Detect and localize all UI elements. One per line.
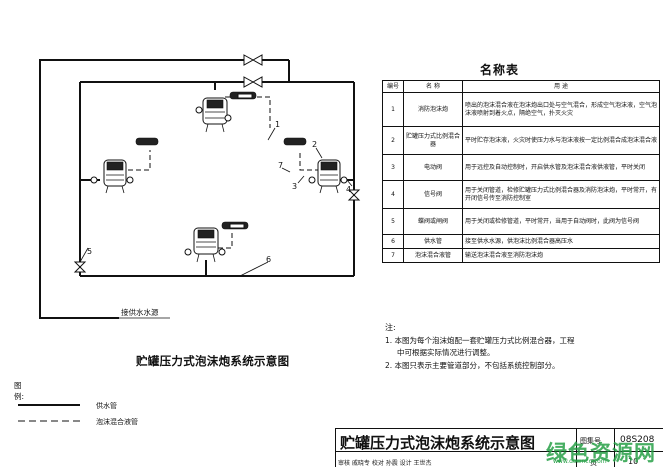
page-label: 页 xyxy=(590,459,597,467)
table-row: 2 贮罐压力式比例混合器 平时贮存泡沫液，火灾时使压力水与泡沫液按一定比例混合成… xyxy=(382,126,660,155)
legend-lines xyxy=(18,404,80,422)
proportioner-tank-bottom xyxy=(184,221,249,263)
proportioner-tank-right xyxy=(283,137,348,194)
watermark-url: www.downcc.com xyxy=(553,458,607,465)
note-line: 中可根据实际情况进行调整。 xyxy=(397,348,495,357)
table-row: 6 供水管 接至供水水源，供泡沫比例混合器高压水 xyxy=(382,234,660,249)
row-use: 输送泡沫混合液至消防泡沫炮 xyxy=(462,248,660,263)
title-block: 贮罐压力式泡沫炮系统示意图 图集号 08S208 页 10 审核 戚晓专 校对 … xyxy=(335,428,663,467)
row-name: 蝶阀或闸阀 xyxy=(403,208,463,235)
water-supply-pipe-network xyxy=(39,59,355,319)
table-row: 3 电动阀 用于远控及自动控制时，开启供水管及泡沫混合液供液管，平时关闭 xyxy=(382,154,660,181)
row-name: 泡沫混合液管 xyxy=(403,248,463,263)
diagram-title: 贮罐压力式泡沫炮系统示意图 xyxy=(136,354,290,368)
foam-mixture-pipes xyxy=(128,96,320,249)
row-name: 电动阀 xyxy=(403,154,463,181)
proportioner-tank-top xyxy=(195,91,257,133)
row-use: 接至供水水源，供泡沫比例混合器高压水 xyxy=(462,234,660,249)
atlas-number-label: 图集号 xyxy=(580,437,601,445)
row-no: 1 xyxy=(382,92,404,127)
title-block-title: 贮罐压力式泡沫炮系统示意图 xyxy=(340,434,536,452)
callout-2: 2 xyxy=(312,140,317,149)
col-header-use: 用 途 xyxy=(462,80,660,93)
legend-title: 图例: xyxy=(14,381,25,401)
row-use: 用于关闭管道，检修贮罐压力式比例混合器及消防泡沫炮，平时常开，有开闭信号传至消防… xyxy=(462,180,660,209)
row-name: 供水管 xyxy=(403,234,463,249)
col-header-name: 名 称 xyxy=(403,80,463,93)
row-name: 信号阀 xyxy=(403,180,463,209)
loop-valves xyxy=(73,54,361,273)
row-no: 3 xyxy=(382,154,404,181)
legend-label-supply: 供水管 xyxy=(96,402,117,410)
water-source-label: 接供水水源 xyxy=(121,307,159,317)
note-line: 2. 本图只表示主要管道部分，不包括系统控制部分。 xyxy=(385,360,560,370)
watermark-logo: 绿色资源网 xyxy=(546,441,656,465)
row-use: 喷出的泡沫混合液在泡沫炮出口处与空气混合，形成空气泡沫液，空气泡沫液喷射到着火点… xyxy=(462,92,660,127)
note-line: 1. 本图为每个泡沫炮配一套贮罐压力式比例混合器，工程 xyxy=(385,335,575,345)
notes-label: 注: xyxy=(385,323,396,332)
table-row: 4 信号阀 用于关闭管道，检修贮罐压力式比例混合器及消防泡沫炮，平时常开，有开闭… xyxy=(382,180,660,209)
callout-7: 7 xyxy=(278,161,283,170)
col-header-no: 编号 xyxy=(382,80,404,93)
table-row: 1 消防泡沫炮 喷出的泡沫混合液在泡沫炮出口处与空气混合，形成空气泡沫液，空气泡… xyxy=(382,92,660,127)
row-no: 2 xyxy=(382,126,404,155)
name-table-header-row: 编号 名 称 用 途 xyxy=(382,80,660,93)
callout-6: 6 xyxy=(266,255,271,264)
legend-label-foam: 泡沫混合液管 xyxy=(96,418,138,426)
table-row: 5 蝶阀或闸阀 用于关闭或检修管道，平时常开，当用于自动阀时，此阀为信号阀 xyxy=(382,208,660,235)
table-row: 7 泡沫混合液管 输送泡沫混合液至消防泡沫炮 xyxy=(382,248,660,263)
proportioner-tank-left xyxy=(90,137,159,194)
row-no: 7 xyxy=(382,248,404,263)
row-name: 消防泡沫炮 xyxy=(403,92,463,127)
atlas-number: 08S208 xyxy=(620,435,655,445)
row-no: 6 xyxy=(382,234,404,249)
name-table-title: 名称表 xyxy=(480,63,520,77)
callout-leaders xyxy=(79,127,353,277)
callout-5: 5 xyxy=(87,247,92,256)
row-use: 用于关闭或检修管道，平时常开，当用于自动阀时，此阀为信号阀 xyxy=(462,208,660,235)
callout-3: 3 xyxy=(292,182,297,191)
row-use: 平时贮存泡沫液，火灾时使压力水与泡沫液按一定比例混合成泡沫混合液 xyxy=(462,126,660,155)
name-table: 编号 名 称 用 途 1 消防泡沫炮 喷出的泡沫混合液在泡沫炮出口处与空气混合，… xyxy=(382,80,660,263)
row-use: 用于远控及自动控制时，开启供水管及泡沫混合液供液管，平时关闭 xyxy=(462,154,660,181)
callout-numbers: 1 2 3 4 5 6 7 xyxy=(87,120,351,264)
callout-4: 4 xyxy=(346,185,351,194)
row-no: 4 xyxy=(382,180,404,209)
notes: 注: 1. 本图为每个泡沫炮配一套贮罐压力式比例混合器，工程 中可根据实际情况进… xyxy=(385,322,655,372)
page-number: 10 xyxy=(628,457,639,466)
row-name: 贮罐压力式比例混合器 xyxy=(403,126,463,155)
callout-1: 1 xyxy=(275,120,280,129)
row-no: 5 xyxy=(382,208,404,235)
signature-row: 审核 戚晓专 校对 孙震 设计 王世杰 xyxy=(338,460,432,467)
